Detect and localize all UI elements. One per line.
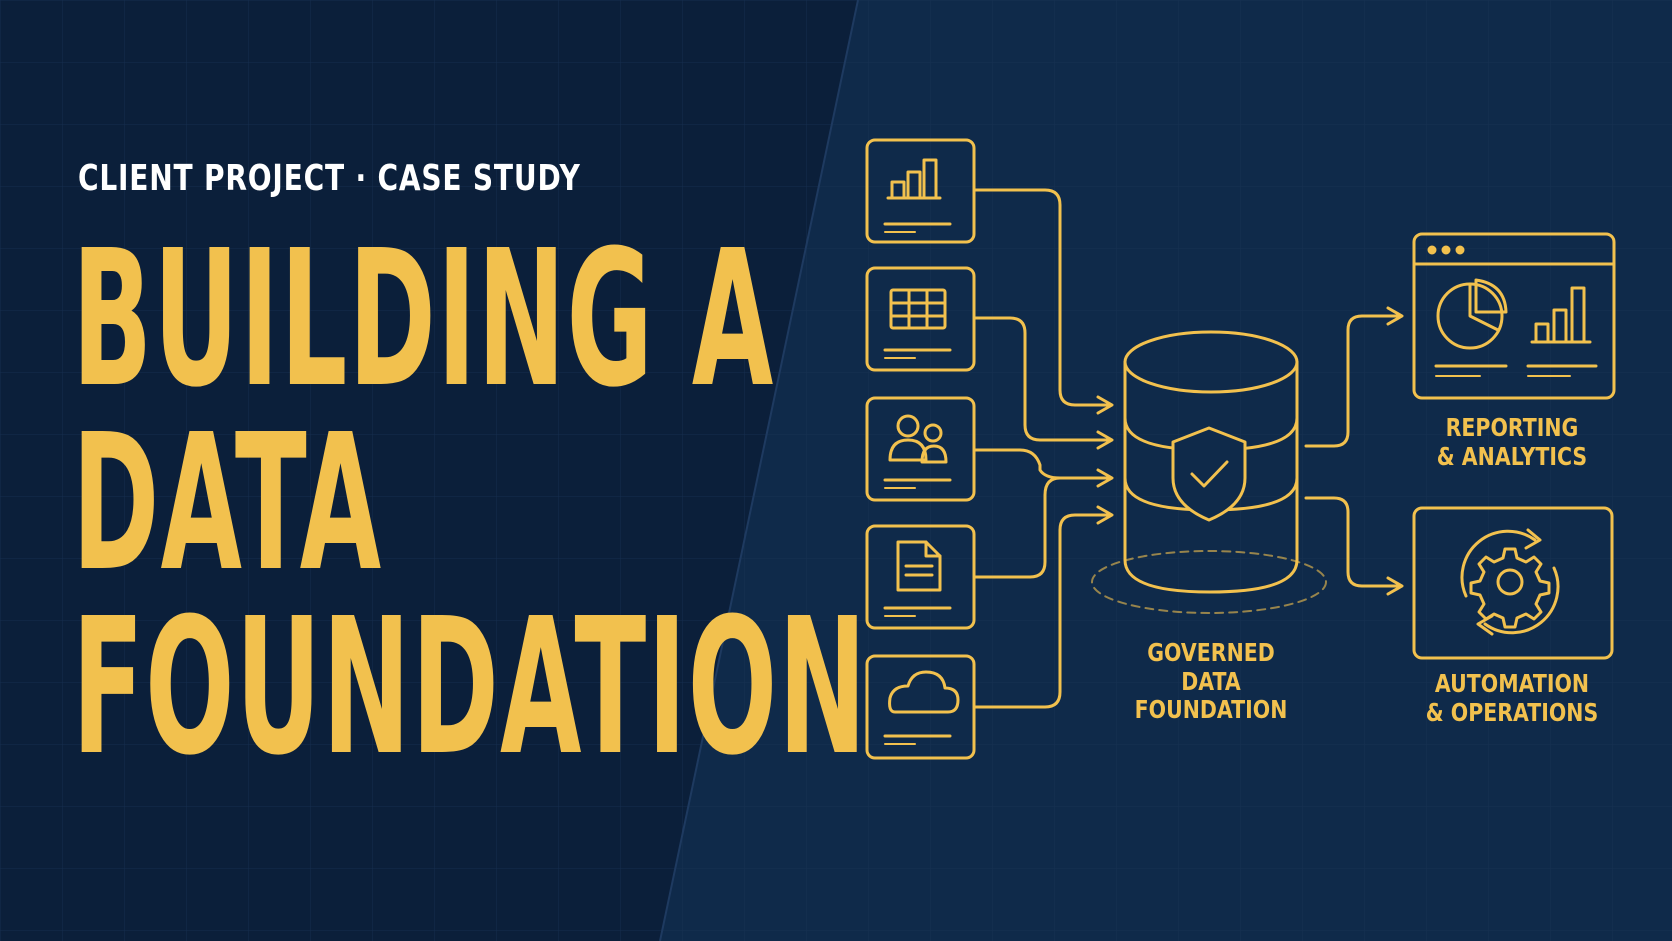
dashboard-window-icon	[1436, 278, 1592, 350]
output-reporting-label-line2: & ANALYTICS	[1437, 443, 1587, 471]
gear-cycle-icon	[1460, 528, 1560, 636]
source-connectors	[972, 188, 1114, 709]
eyebrow-label: CLIENT PROJECT · CASE STUDY	[78, 158, 581, 199]
output-automation-label-line1: AUTOMATION	[1435, 670, 1589, 698]
hub-label-line3: FOUNDATION	[1135, 696, 1288, 724]
source-bar-chart	[865, 138, 976, 244]
hub-label-line1: GOVERNED	[1147, 639, 1275, 667]
source-cloud	[865, 654, 976, 760]
bar-chart-icon	[886, 158, 942, 200]
shield-check-icon	[1171, 426, 1247, 522]
output-reporting-label-line1: REPORTING	[1446, 414, 1579, 442]
users-icon	[888, 414, 948, 464]
source-table	[865, 266, 976, 372]
output-connectors	[1304, 306, 1404, 596]
hub-label-line2: DATA	[1181, 668, 1241, 696]
output-automation	[1412, 506, 1614, 660]
cloud-icon	[888, 670, 960, 714]
document-icon	[896, 540, 942, 592]
title-line2: DATA	[72, 394, 383, 613]
output-reporting	[1412, 232, 1616, 400]
hub-database	[1091, 330, 1327, 614]
source-users	[865, 396, 976, 502]
page-title: BUILDING A DATA FOUNDATION	[72, 210, 868, 797]
title-line3: FOUNDATION	[72, 578, 868, 797]
source-document	[865, 524, 976, 630]
table-grid-icon	[889, 288, 947, 330]
title-line1: BUILDING A	[72, 210, 775, 429]
output-automation-label-line2: & OPERATIONS	[1426, 699, 1598, 727]
